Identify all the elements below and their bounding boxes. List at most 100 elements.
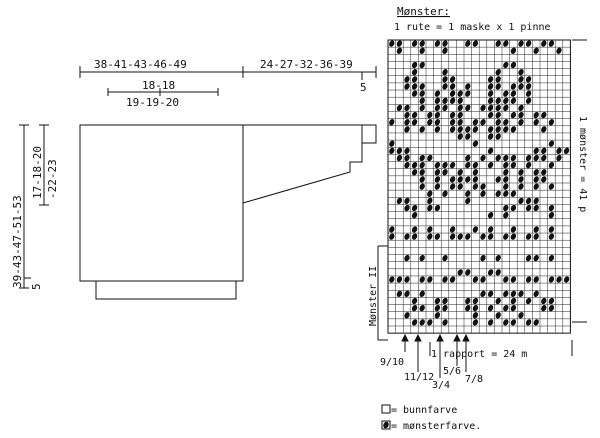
pattern-stitch — [495, 69, 501, 76]
pattern-stitch — [396, 40, 403, 47]
pattern-stitch — [510, 319, 517, 326]
pattern-stitch — [427, 233, 433, 240]
pattern-stitch — [465, 83, 471, 90]
pattern-stitch — [548, 204, 555, 212]
pattern-stitch — [518, 290, 524, 297]
pattern-stitch — [548, 297, 555, 305]
pattern-stitch — [487, 304, 494, 312]
pattern-stitch — [503, 183, 509, 190]
pattern-stitch — [449, 119, 456, 126]
pattern-stitch — [449, 126, 456, 133]
pattern-stitch — [503, 90, 509, 97]
pattern-stitch — [548, 226, 555, 233]
pattern-stitch — [503, 319, 509, 326]
pattern-stitch — [548, 254, 555, 262]
pattern-stitch — [419, 176, 425, 183]
pattern-stitch — [396, 276, 403, 283]
size-marker-label: 5/6 — [443, 366, 461, 377]
pattern-stitch — [487, 161, 494, 169]
pattern-stitch — [503, 276, 509, 283]
pattern-stitch — [411, 76, 418, 83]
pattern-stitch — [518, 183, 524, 190]
sleeve-length-label: 24-27-32-36-39 — [260, 58, 353, 71]
pattern-stitch — [427, 204, 433, 212]
pattern-stitch — [404, 254, 410, 262]
pattern-stitch — [404, 161, 410, 169]
pattern-stitch — [487, 126, 494, 133]
pattern-stitch — [548, 140, 555, 147]
pattern-stitch — [411, 111, 418, 119]
pattern-stitch — [465, 233, 471, 240]
pattern-stitch — [541, 40, 547, 47]
pattern-stitch — [427, 111, 433, 119]
pattern-stitch — [419, 304, 425, 312]
legend: = bunnfarve = mønsterfarve. — [381, 404, 481, 432]
pattern-stitch — [457, 97, 463, 104]
pattern-stitch — [533, 233, 539, 240]
pattern-stitch — [472, 226, 479, 233]
pattern-stitch — [525, 76, 532, 83]
pattern-stitch — [442, 83, 448, 90]
pattern-stitch — [480, 276, 486, 283]
pattern-stitch — [434, 104, 441, 112]
pattern-stitch — [503, 40, 509, 47]
pattern-stitch — [465, 269, 471, 276]
garment-schematic — [19, 66, 377, 300]
pattern-stitch — [472, 169, 479, 176]
pattern-stitch — [404, 111, 410, 119]
pattern-stitch — [510, 297, 517, 305]
pattern-stitch — [434, 161, 441, 169]
pattern-stitch — [487, 226, 494, 233]
pattern-stitch — [442, 97, 448, 104]
pattern-stitch — [525, 204, 532, 212]
armhole-bottom-label: -22-23 — [46, 159, 59, 199]
pattern-stitch — [411, 233, 418, 240]
pattern-stitch — [472, 119, 479, 126]
pattern-stitch — [480, 190, 486, 197]
pattern-stitch — [525, 40, 532, 47]
repeat-label: 1 rapport = 24 m — [431, 349, 527, 360]
pattern-stitch — [457, 111, 463, 119]
pattern-stitch — [434, 111, 441, 119]
pattern-stitch — [503, 169, 509, 176]
neck-top-label: 18-18 — [142, 79, 175, 92]
pattern-stitch — [533, 319, 539, 326]
pattern-stitch — [396, 47, 403, 54]
pattern-stitch — [510, 190, 517, 197]
pattern-stitch — [548, 212, 555, 219]
pattern-stitch — [503, 212, 509, 219]
pattern-stitch — [434, 119, 441, 126]
pattern-stitch — [541, 126, 547, 133]
pattern-stitch — [472, 176, 479, 183]
pattern-stitch — [404, 290, 410, 297]
background-color-swatch — [381, 404, 391, 414]
pattern-stitch — [457, 233, 463, 240]
pattern-stitch — [510, 233, 517, 240]
pattern-stitch — [427, 190, 433, 197]
pattern-stitch — [449, 111, 456, 119]
repeat-bracket — [429, 340, 573, 356]
pattern-stitch — [472, 312, 479, 319]
pattern-stitch — [510, 204, 517, 212]
pattern-stitch — [404, 76, 410, 83]
pattern-stitch — [495, 133, 501, 140]
pattern-stitch — [480, 119, 486, 126]
pattern-stitch — [465, 133, 471, 140]
pattern-stitch — [472, 140, 479, 147]
pattern-stitch — [533, 47, 539, 54]
pattern-stitch — [495, 104, 501, 112]
pattern-stitch — [503, 190, 509, 197]
pattern-stitch — [472, 319, 479, 326]
pattern-stitch — [510, 154, 517, 162]
pattern-stitch — [480, 290, 486, 297]
pattern-stitch — [525, 233, 532, 240]
pattern-stitch — [434, 97, 441, 104]
pattern-stitch — [518, 83, 524, 90]
pattern-stitch — [480, 233, 486, 240]
pattern-stitch — [404, 83, 410, 90]
pattern-stitch — [465, 40, 471, 47]
pattern-stitch — [487, 212, 494, 219]
pattern-stitch — [495, 269, 501, 276]
pattern-stitch — [480, 154, 486, 162]
pattern-stitch — [389, 140, 395, 147]
